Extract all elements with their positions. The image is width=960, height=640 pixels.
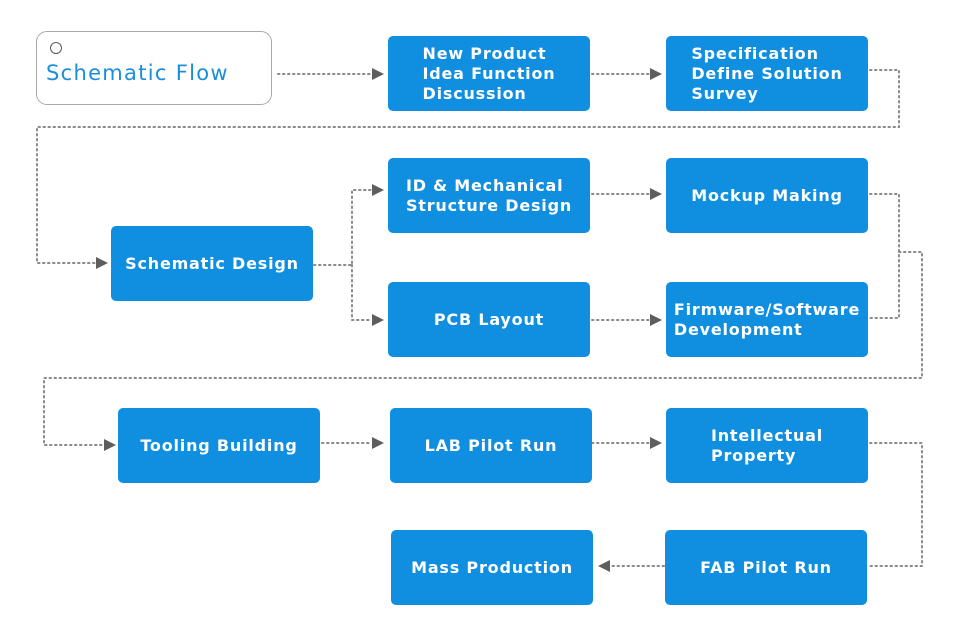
arrow-head [650, 188, 662, 200]
arrow-head [650, 314, 662, 326]
connector-specification-to-schematic-design [36, 69, 900, 264]
node-label: New Product Idea Function Discussion [422, 43, 556, 103]
node-label: Mockup Making [691, 185, 843, 205]
arrow-head [372, 314, 384, 326]
node-label: Schematic Design [125, 253, 299, 273]
node-label: FAB Pilot Run [700, 557, 832, 577]
node-intellectual-property: Intellectual Property [666, 408, 868, 483]
arrow-head [96, 257, 108, 269]
node-lab-pilot-run: LAB Pilot Run [390, 408, 592, 483]
node-firmware-software: Firmware/Software Development [666, 282, 868, 357]
node-mass-production: Mass Production [391, 530, 593, 605]
node-label: Tooling Building [140, 435, 298, 455]
arrow-head [598, 560, 610, 572]
node-label: PCB Layout [433, 309, 545, 329]
node-mockup-making: Mockup Making [666, 158, 868, 233]
node-schematic-design: Schematic Design [111, 226, 313, 301]
connector-ip-to-fab [869, 442, 923, 567]
node-fab-pilot-run: FAB Pilot Run [665, 530, 867, 605]
node-pcb-layout: PCB Layout [388, 282, 590, 357]
node-tooling-building: Tooling Building [118, 408, 320, 483]
arrow-head [650, 437, 662, 449]
node-label: Intellectual Property [710, 425, 824, 465]
arrow-head [372, 437, 384, 449]
connector-schematic-design-branch [313, 189, 373, 321]
circle-icon [50, 42, 62, 54]
connector-merge-to-tooling [43, 193, 923, 446]
node-label: LAB Pilot Run [424, 435, 558, 455]
node-label: Firmware/Software Development [673, 299, 861, 339]
node-specification: Specification Define Solution Survey [666, 36, 868, 111]
arrow-head [104, 439, 116, 451]
arrow-head [650, 68, 662, 80]
node-id-mechanical: ID & Mechanical Structure Design [388, 158, 590, 233]
flow-title: Schematic Flow [46, 61, 229, 85]
node-label: ID & Mechanical Structure Design [405, 175, 573, 215]
node-label: Specification Define Solution Survey [691, 43, 843, 103]
node-new-product: New Product Idea Function Discussion [388, 36, 590, 111]
node-label: Mass Production [411, 557, 573, 577]
arrow-head [372, 184, 384, 196]
flow-title-box: Schematic Flow [36, 31, 272, 105]
arrow-head [372, 68, 384, 80]
